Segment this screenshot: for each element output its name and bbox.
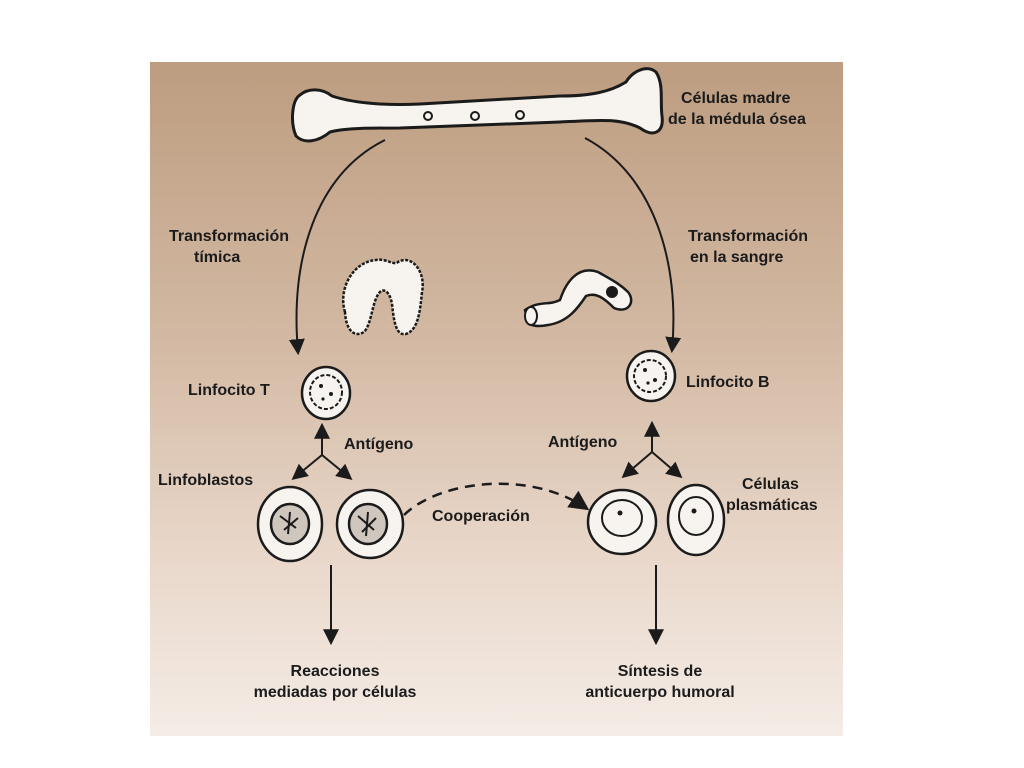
thymus-icon bbox=[342, 258, 424, 336]
blood-vessel-icon bbox=[523, 269, 633, 328]
cell-mediated-reactions-label: Reacciones mediadas por células bbox=[225, 661, 445, 703]
t-lymphocyte-cell-icon bbox=[300, 365, 352, 421]
lymphoblasts-label: Linfoblastos bbox=[158, 472, 254, 489]
bone-icon bbox=[291, 67, 664, 143]
blood-label-line1: Transformación bbox=[687, 228, 809, 245]
thymic-label-line1: Transformación bbox=[168, 228, 290, 245]
cooperation-arrow bbox=[403, 482, 590, 516]
antigen-arrows-right bbox=[621, 420, 683, 479]
cell-reactions-line2: mediadas por células bbox=[253, 684, 417, 701]
b-lymphocyte-cell-icon bbox=[625, 349, 677, 403]
stem-cells-label: Células madre de la médula ósea bbox=[668, 88, 806, 130]
thymic-path-arrow bbox=[288, 139, 386, 356]
humoral-antibody-synthesis-label: Síntesis de anticuerpo humoral bbox=[560, 661, 760, 703]
blood-path-arrow bbox=[584, 137, 682, 354]
blood-label-line2: en la sangre bbox=[690, 249, 784, 266]
humoral-line1: Síntesis de bbox=[617, 663, 703, 680]
antigen-label-left: Antígeno bbox=[344, 436, 414, 453]
diagram-background bbox=[150, 62, 843, 736]
plasma-label-line2: plasmáticas bbox=[726, 497, 818, 514]
plasma-cell-icon bbox=[666, 483, 726, 557]
stem-cells-label-line2: de la médula ósea bbox=[668, 111, 806, 128]
plasma-label-line1: Células bbox=[742, 476, 799, 493]
stem-cells-label-line1: Células madre bbox=[681, 90, 791, 107]
lymphoblast-cell-icon bbox=[256, 485, 324, 563]
thymic-transformation-label: Transformación tímica bbox=[150, 226, 308, 268]
antigen-arrows-left bbox=[291, 422, 353, 481]
plasma-cells-label: Células plasmáticas bbox=[726, 474, 818, 516]
lymphoblast-cell-icon bbox=[335, 488, 405, 560]
b-lymphocyte-label: Linfocito B bbox=[686, 374, 770, 391]
plasma-cell-icon bbox=[586, 488, 658, 556]
humoral-line2: anticuerpo humoral bbox=[585, 684, 735, 701]
thymic-label-line2: tímica bbox=[194, 249, 241, 266]
blood-transformation-label: Transformación en la sangre bbox=[668, 226, 828, 268]
t-lymphocyte-label: Linfocito T bbox=[188, 382, 270, 399]
cooperation-label: Cooperación bbox=[432, 508, 530, 525]
antigen-label-right: Antígeno bbox=[548, 434, 618, 451]
cell-reactions-line1: Reacciones bbox=[290, 663, 380, 680]
